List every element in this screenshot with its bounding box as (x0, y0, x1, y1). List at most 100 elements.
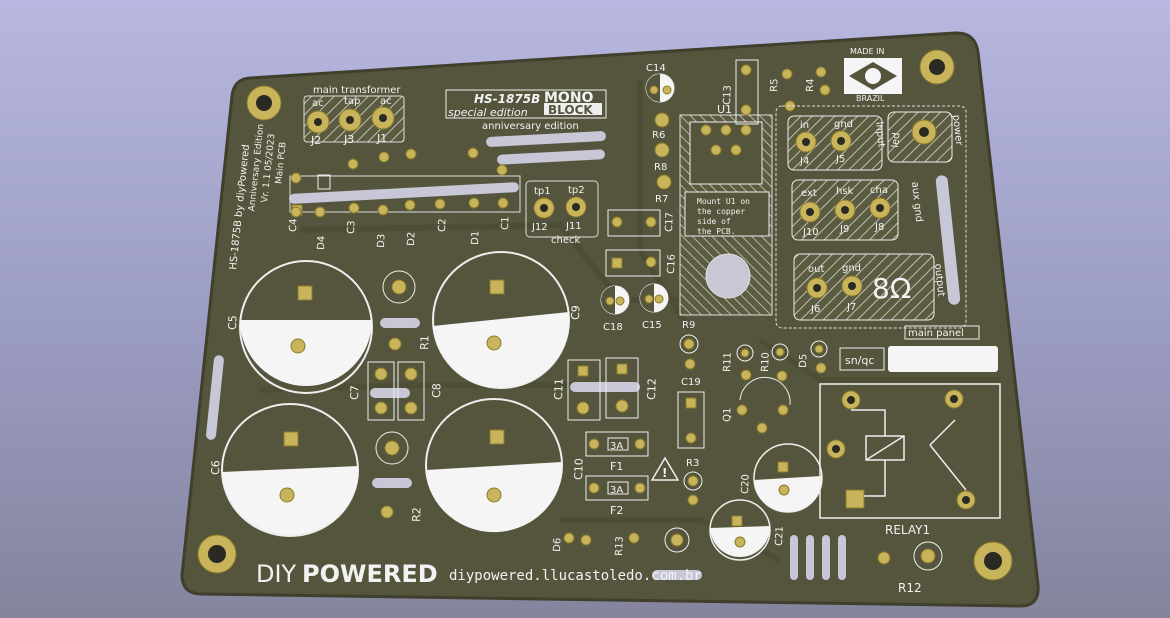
svg-text:J5: J5 (835, 154, 845, 165)
svg-text:C7: C7 (348, 385, 362, 400)
section-main-panel: main panel (908, 328, 964, 339)
title-mono: MONO (544, 90, 594, 106)
relay-1: RELAY1 (819, 383, 1001, 537)
section-main-transformer: main transformer (313, 85, 401, 96)
upper-center-parts: C14 C13 R5 R4 R6 R8 R7 (645, 59, 831, 205)
svg-text:C19: C19 (681, 377, 701, 388)
svg-text:J2: J2 (310, 134, 321, 147)
lower-center-parts: R9 C19 R3 Q1 R11 R10 D5 (677, 320, 828, 506)
svg-text:ext: ext (801, 188, 817, 199)
svg-text:C8: C8 (430, 383, 444, 398)
svg-text:C13: C13 (722, 85, 734, 105)
title-anniversary: anniversary edition (482, 121, 579, 132)
svg-text:J8: J8 (874, 222, 884, 233)
svg-text:C3: C3 (346, 220, 357, 234)
svg-text:C5: C5 (226, 315, 240, 330)
svg-text:gnd: gnd (842, 263, 861, 274)
side-text-4: Main PCB (274, 142, 288, 185)
section-aux-gnd: aux gnd (909, 181, 924, 223)
rectifier-row: C4 D4 C3 D3 D2 C2 D1 C1 (288, 147, 521, 250)
mounting-hole-bottom-left (197, 534, 237, 574)
svg-text:C14: C14 (646, 63, 666, 74)
connector-j1 (371, 106, 395, 130)
svg-text:R2: R2 (410, 507, 424, 522)
svg-text:D2: D2 (406, 232, 417, 246)
fuses: 3A F1 3A F2 C10 ! (572, 431, 680, 517)
svg-text:R3: R3 (686, 458, 699, 469)
section-power: power (950, 114, 964, 147)
connector-j2 (306, 110, 330, 134)
svg-text:J1: J1 (376, 132, 387, 145)
section-check: check (551, 235, 580, 246)
mounting-hole-bottom-right (973, 541, 1013, 581)
svg-text:led: led (890, 132, 903, 148)
svg-text:R6: R6 (652, 130, 665, 141)
svg-text:J4: J4 (799, 156, 809, 167)
svg-text:D5: D5 (798, 354, 809, 368)
svg-text:R5: R5 (769, 78, 780, 92)
svg-text:C6: C6 (209, 460, 223, 475)
svg-text:tap: tap (344, 96, 360, 107)
mount-note-3: side of (697, 217, 731, 226)
relay-label: RELAY1 (885, 523, 930, 537)
svg-text:R7: R7 (655, 194, 668, 205)
svg-text:R10: R10 (760, 352, 772, 372)
fuse-rating-1: 3A (610, 441, 623, 452)
svg-text:C2: C2 (437, 218, 448, 232)
svg-text:tp1: tp1 (534, 186, 551, 197)
fuse-rating-2: 3A (610, 485, 623, 496)
svg-text:R8: R8 (654, 162, 667, 173)
svg-text:C21: C21 (774, 526, 786, 546)
section-output: output (932, 263, 946, 297)
svg-text:J9: J9 (839, 224, 849, 235)
svg-text:R12: R12 (898, 581, 922, 595)
svg-text:C9: C9 (569, 305, 583, 320)
capacitor-c16-c17: C17 C16 (605, 209, 678, 277)
brand-logo: DIY POWERED (256, 560, 438, 588)
svg-text:J3: J3 (343, 133, 354, 146)
mounting-hole-top-left (246, 85, 282, 121)
main-panel: in gnd J4 J5 input led power ext hsk cha… (775, 105, 980, 340)
website-url: diypowered.llucastoledo.com.br (449, 568, 702, 584)
svg-text:D4: D4 (316, 236, 327, 250)
title-block-word: BLOCK (548, 103, 593, 117)
main-transformer-block: main transformer ac tap ac J2 J3 J1 (303, 85, 405, 147)
svg-text:C18: C18 (603, 322, 623, 333)
mount-note-1: Mount U1 on (697, 197, 750, 206)
svg-text:in: in (800, 120, 809, 131)
mount-note-2: the copper (697, 207, 745, 216)
svg-text:C15: C15 (642, 320, 662, 331)
svg-text:D3: D3 (376, 234, 387, 248)
mounting-hole-top-right (919, 49, 955, 85)
svg-text:J10: J10 (802, 227, 819, 238)
u1-area: Mount U1 on the copper side of the PCB. … (679, 103, 773, 316)
title-special: special edition (448, 106, 528, 119)
brand-diy: DIY (256, 560, 297, 588)
mount-note-4: the PCB. (697, 227, 736, 236)
svg-text:MADE IN: MADE IN (850, 47, 884, 56)
ohm-label: 8Ω (872, 272, 911, 305)
check-testpoints: tp1 tp2 J12 J11 check (525, 180, 599, 246)
section-input: input (873, 121, 887, 148)
svg-text:C12: C12 (645, 378, 659, 400)
title-line-1: HS-1875B (474, 92, 540, 106)
svg-text:R4: R4 (805, 78, 816, 92)
capacitor-c5: C5 (226, 260, 373, 394)
svg-text:C4: C4 (288, 218, 299, 232)
svg-text:J6: J6 (810, 304, 820, 315)
title-block: HS-1875B special edition MONO BLOCK anni… (445, 89, 607, 132)
connector-j3 (338, 108, 362, 132)
svg-text:cha: cha (870, 185, 888, 196)
svg-text:C17: C17 (664, 212, 676, 232)
svg-text:R13: R13 (614, 536, 626, 556)
slots (206, 131, 961, 580)
svg-text:C11: C11 (552, 378, 566, 400)
svg-text:C16: C16 (666, 254, 678, 274)
capacitor-c9: C9 (432, 251, 583, 389)
resistor-r12: R12 (877, 541, 943, 595)
svg-text:J11: J11 (565, 221, 582, 232)
d6-r13: D6 R13 (552, 527, 690, 556)
capacitor-c_lower-right (425, 398, 563, 533)
svg-text:J12: J12 (531, 222, 548, 233)
